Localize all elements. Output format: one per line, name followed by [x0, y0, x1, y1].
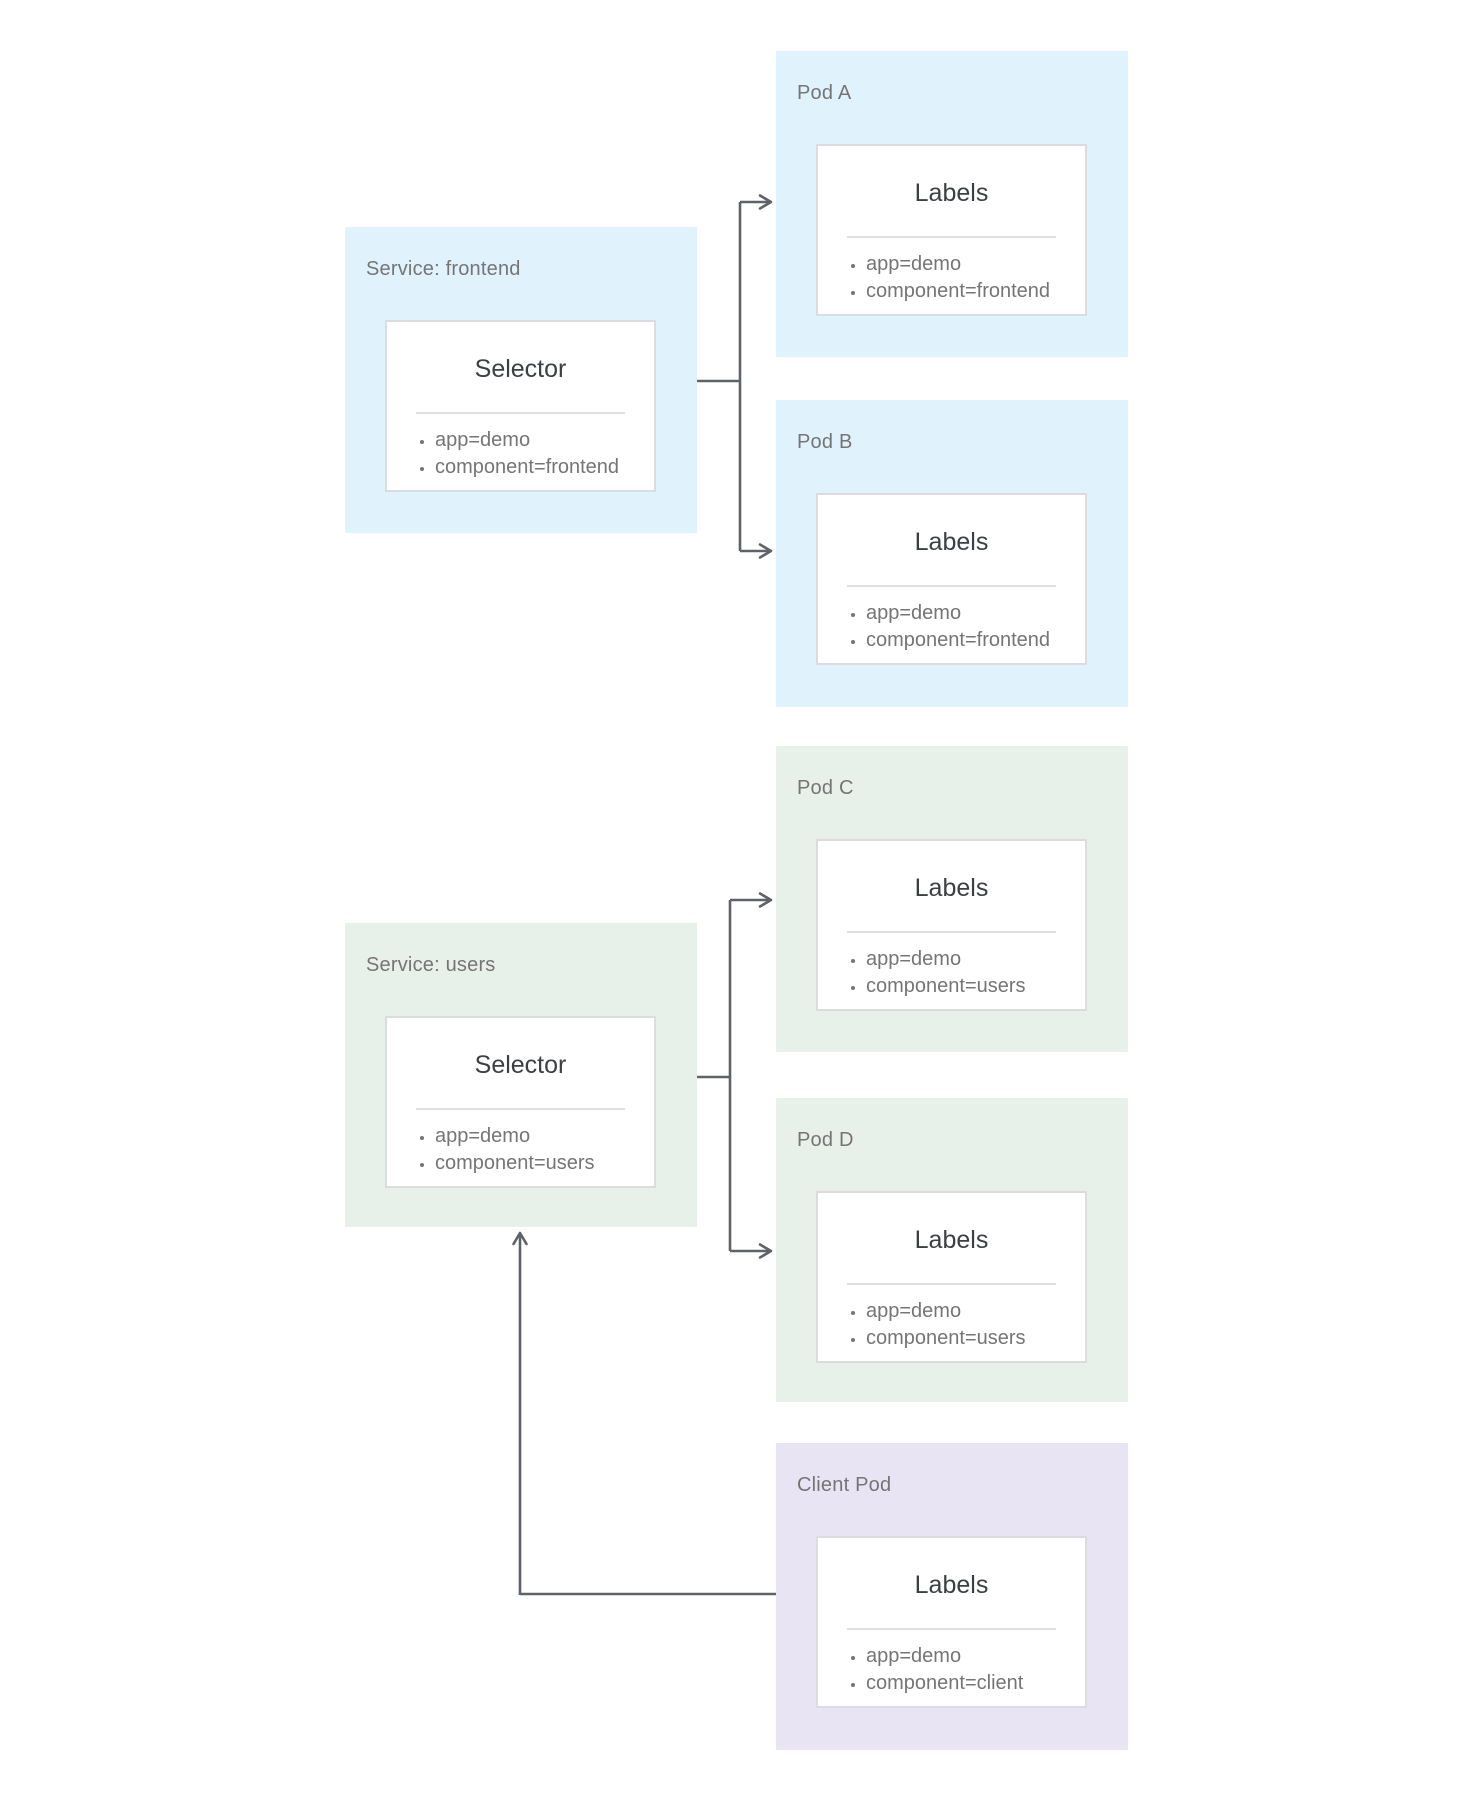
- service-frontend-selector-card: Selector app=demo component=frontend: [385, 320, 656, 492]
- connector-users-trunk: [697, 900, 732, 1251]
- client-pod-box: Client Pod Labels app=demo component=cli…: [776, 1443, 1128, 1750]
- label-item: component=users: [866, 973, 1026, 1000]
- service-frontend-box: Service: frontend Selector app=demo comp…: [345, 227, 697, 533]
- pod-c-label: Pod C: [797, 777, 854, 799]
- labels-card-title: Labels: [914, 528, 989, 556]
- pod-b-label: Pod B: [797, 431, 853, 453]
- service-users-selector-card: Selector app=demo component=users: [385, 1016, 656, 1188]
- pod-a-label: Pod A: [797, 82, 852, 104]
- label-item: app=demo: [866, 251, 1050, 278]
- selector-item: component=frontend: [435, 454, 619, 481]
- card-divider: [847, 1283, 1056, 1285]
- labels-card-title: Labels: [914, 874, 989, 902]
- pod-c-box: Pod C Labels app=demo component=users: [776, 746, 1128, 1052]
- card-divider: [847, 236, 1056, 238]
- client-pod-label: Client Pod: [797, 1474, 892, 1496]
- selector-list: app=demo component=frontend: [418, 427, 619, 481]
- pod-a-box: Pod A Labels app=demo component=frontend: [776, 51, 1128, 357]
- label-item: app=demo: [866, 1643, 1023, 1670]
- label-list: app=demo component=users: [849, 946, 1026, 1000]
- label-item: app=demo: [866, 600, 1050, 627]
- selector-item: app=demo: [435, 1123, 595, 1150]
- service-frontend-label: Service: frontend: [366, 258, 521, 280]
- label-list: app=demo component=frontend: [849, 251, 1050, 305]
- labels-card-title: Labels: [914, 1226, 989, 1254]
- pod-d-label: Pod D: [797, 1129, 854, 1151]
- selector-item: app=demo: [435, 427, 619, 454]
- label-list: app=demo component=users: [849, 1298, 1026, 1352]
- pod-b-box: Pod B Labels app=demo component=frontend: [776, 400, 1128, 707]
- selector-card-title: Selector: [474, 355, 567, 383]
- label-item: component=users: [866, 1325, 1026, 1352]
- pod-b-labels-card: Labels app=demo component=frontend: [816, 493, 1087, 665]
- label-item: component=client: [866, 1670, 1023, 1697]
- pod-d-labels-card: Labels app=demo component=users: [816, 1191, 1087, 1363]
- label-item: component=frontend: [866, 278, 1050, 305]
- pod-d-box: Pod D Labels app=demo component=users: [776, 1098, 1128, 1402]
- selector-item: component=users: [435, 1150, 595, 1177]
- service-users-label: Service: users: [366, 954, 496, 976]
- service-users-box: Service: users Selector app=demo compone…: [345, 923, 697, 1227]
- selector-card-title: Selector: [474, 1051, 567, 1079]
- card-divider: [416, 1108, 625, 1110]
- client-pod-labels-card: Labels app=demo component=client: [816, 1536, 1087, 1708]
- selector-list: app=demo component=users: [418, 1123, 595, 1177]
- card-divider: [847, 585, 1056, 587]
- card-divider: [416, 412, 625, 414]
- label-item: component=frontend: [866, 627, 1050, 654]
- pod-a-labels-card: Labels app=demo component=frontend: [816, 144, 1087, 316]
- connector-frontend-trunk: [697, 202, 742, 551]
- label-item: app=demo: [866, 1298, 1026, 1325]
- label-list: app=demo component=frontend: [849, 600, 1050, 654]
- label-list: app=demo component=client: [849, 1643, 1023, 1697]
- labels-card-title: Labels: [914, 1571, 989, 1599]
- labels-card-title: Labels: [914, 179, 989, 207]
- card-divider: [847, 1628, 1056, 1630]
- card-divider: [847, 931, 1056, 933]
- label-item: app=demo: [866, 946, 1026, 973]
- pod-c-labels-card: Labels app=demo component=users: [816, 839, 1087, 1011]
